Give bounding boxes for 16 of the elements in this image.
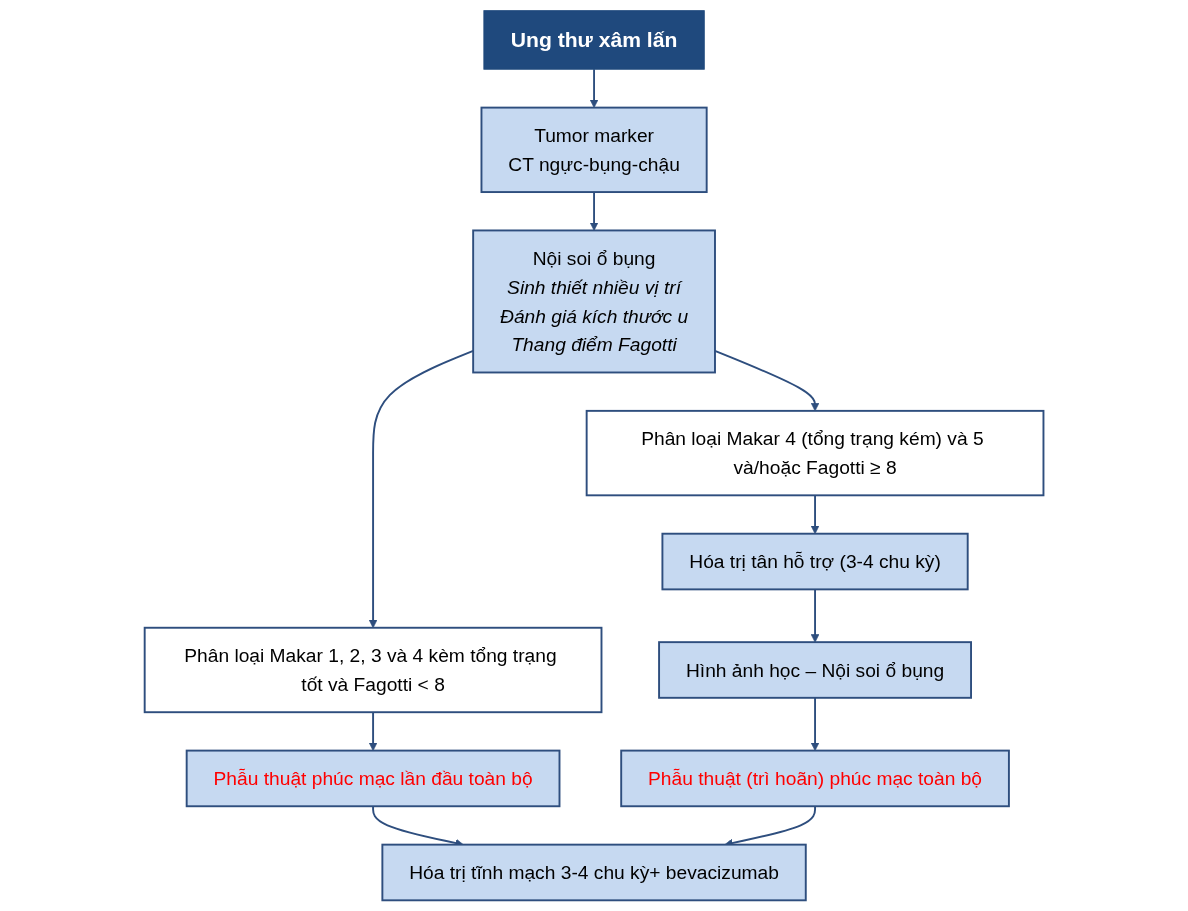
arrow (589, 191, 599, 231)
node-box: Ung thư xâm lấn (483, 10, 705, 70)
node-box: Phẫu thuật phúc mạc lần đầu toàn bộ (185, 749, 561, 808)
arrow (810, 494, 820, 535)
arrow (810, 588, 820, 643)
node-box: Hóa trị tân hỗ trợ (3-4 chu kỳ) (661, 532, 969, 591)
node-box: Phẫu thuật (trì hoãn) phúc mạc toàn bộ (620, 749, 1010, 808)
arrow (810, 696, 820, 751)
arrow (589, 68, 599, 108)
node-box: Nội soi ổ bụng Sinh thiết nhiều vị trí Đánh giá kích thước u Thang điểm Fagotti (472, 229, 716, 374)
node-box: Hình ảnh học – Nội soi ổ bụng (658, 641, 972, 699)
arrow (368, 711, 378, 751)
node-box: Phân loại Makar 4 (tổng trạng kém) và 5 và/hoặc Fagotti ≥ 8 (585, 409, 1045, 497)
node-box: Hóa trị tĩnh mạch 3-4 chu kỳ+ bevacizumab (381, 843, 807, 902)
node-box: Phân loại Makar 1, 2, 3 và 4 kèm tổng trạng tốt và Fagotti < 8 (143, 626, 603, 714)
node-box: Tumor marker CT ngực-bụng-chậu (480, 106, 708, 193)
